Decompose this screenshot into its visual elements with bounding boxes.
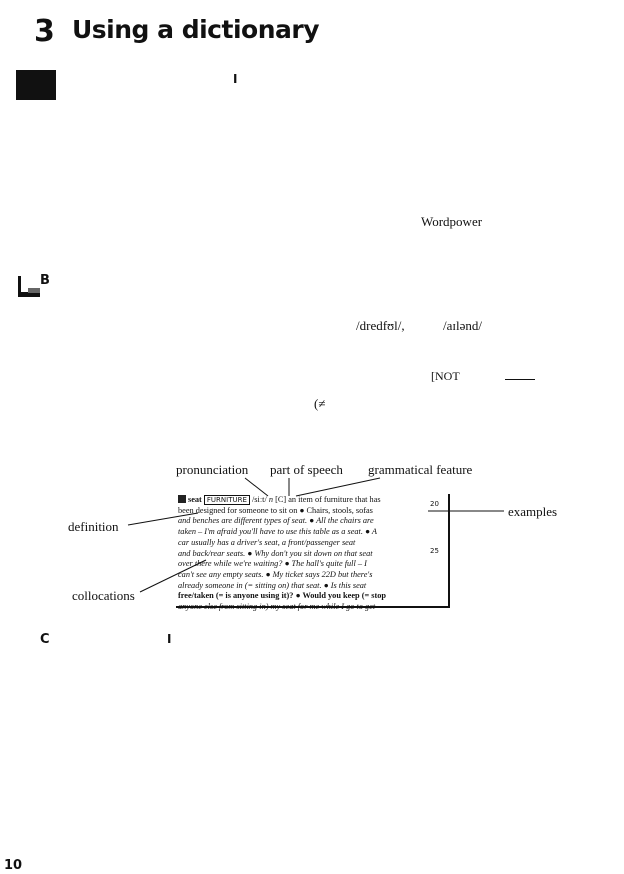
label-definition: definition [68, 519, 119, 534]
entry-line-9: already someone in (= sitting on) that s… [178, 580, 367, 590]
entry-line-10: free/taken (= is anyone using it)? ● Wou… [178, 591, 387, 601]
entry-pronunciation: /siːt/ [252, 495, 267, 504]
entry-line-number-20: 20 [430, 500, 439, 508]
entry-line-7: over there while we're waiting? ● The ha… [178, 559, 367, 569]
entry-line-2: been designed for someone to sit on ● Ch… [178, 505, 373, 515]
chapter-title: Using a dictionary [72, 15, 320, 44]
pronunciation-example-dreadful: /dredfʊl/, [356, 318, 405, 333]
label-examples: examples [508, 504, 558, 519]
entry-line-number-25: 25 [430, 547, 439, 555]
entry-line-6: and back/rear seats. ● Why don't you sit… [178, 548, 373, 558]
dictionary-entry-box [176, 494, 450, 608]
blank-line [505, 379, 535, 380]
label-grammatical-feature: grammatical feature [368, 462, 473, 477]
entry-line-3: and benches are different types of seat.… [178, 516, 374, 526]
section-b-letter: B [40, 273, 50, 288]
entry-line-8: can't see any empty seats. ● My ticket s… [178, 569, 373, 579]
page-number: 10 [4, 858, 23, 873]
entry-grammar-code: [C] [275, 495, 287, 504]
label-collocations: collocations [72, 588, 135, 603]
entry-definition-start: an item of furniture that has [288, 495, 381, 504]
section-a-stub-text: I [233, 72, 238, 86]
not-marker: [NOT [431, 369, 460, 383]
dictionary-entry: seat FURNITURE /siːt/ n [C] an item of f… [178, 495, 426, 613]
entry-headword: seat [188, 495, 202, 504]
section-a-marker [16, 70, 56, 100]
chapter-number: 3 [34, 14, 55, 49]
label-part-of-speech: part of speech [270, 462, 343, 477]
pronunciation-example-island: /aɪlənd/ [443, 318, 482, 333]
section-b-marker [18, 276, 42, 298]
entry-line-1: seat FURNITURE /siːt/ n [C] an item of f… [178, 495, 426, 506]
headword-icon [178, 495, 186, 503]
section-c-stub-text: I [167, 632, 172, 646]
entry-line-5: car usually has a driver's seat, a front… [178, 537, 356, 547]
section-c-letter: C [40, 632, 50, 647]
entry-topic: FURNITURE [203, 495, 250, 505]
wordpower-text: Wordpower [421, 214, 483, 229]
entry-line-4: taken – I'm afraid you'll have to use th… [178, 527, 377, 537]
label-pronunciation: pronunciation [176, 462, 249, 477]
entry-line-11: anyone else from sitting in) my seat for… [178, 602, 376, 612]
opposite-marker: (≠ [314, 396, 326, 411]
entry-part-of-speech: n [268, 495, 273, 504]
